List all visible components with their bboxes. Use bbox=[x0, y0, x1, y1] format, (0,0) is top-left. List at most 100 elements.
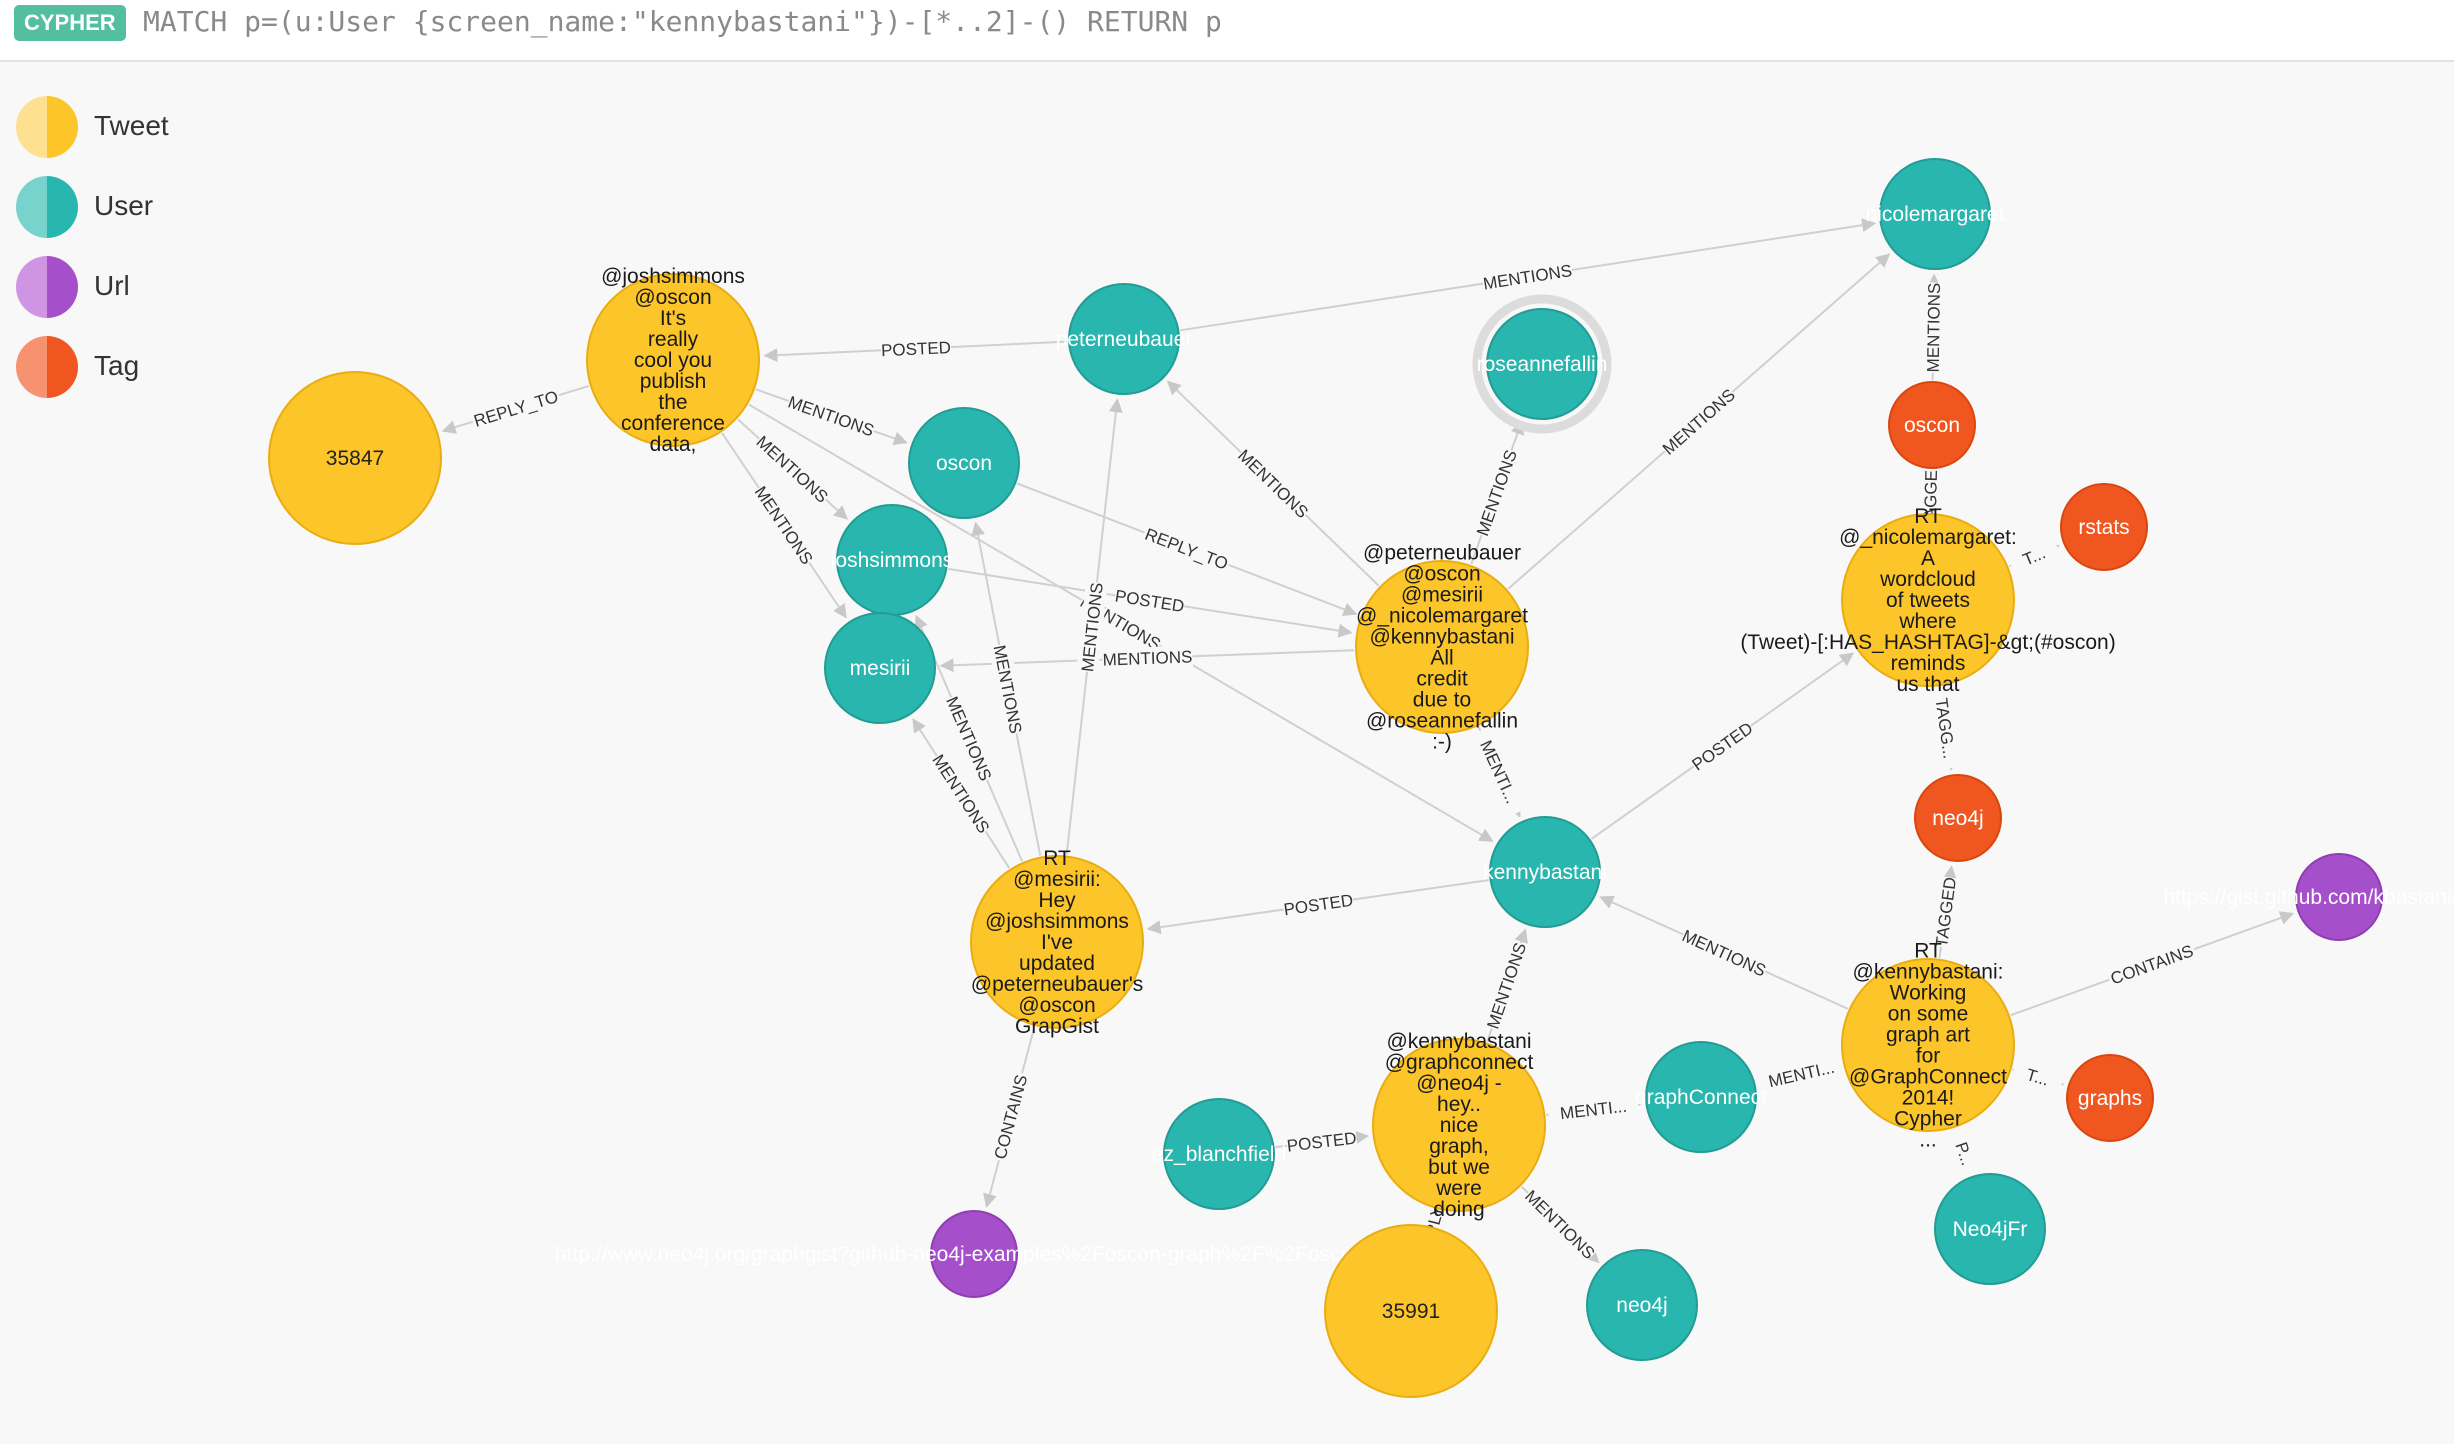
node-tweet-t-credit[interactable]: @peterneubauer@oscon@mesirii@_nicolemarg… bbox=[1355, 542, 1529, 754]
relationship-label-bg bbox=[749, 481, 819, 569]
node-url-url-oscon[interactable]: http://www.neo4j.org/graphgist?github-ne… bbox=[555, 1210, 1393, 1298]
relationship-label-bg bbox=[1470, 726, 1528, 818]
relationship-contains-t_graphart-url_kenny[interactable]: CONTAINS bbox=[2010, 911, 2295, 1017]
legend-item-tag[interactable]: Tag bbox=[16, 336, 216, 400]
relationship-mentions-t_joshsimmons-oscon_user[interactable]: MENTIONS bbox=[755, 388, 908, 446]
relationship-reply-to-t_joshsimmons-n35847[interactable]: REPLY_TO bbox=[441, 384, 590, 434]
relationship-label-bg bbox=[1678, 924, 1770, 982]
node-tweet-t-nicegraph[interactable]: @kennybastani@graphconnect@neo4j -hey..n… bbox=[1372, 1030, 1546, 1221]
legend-item-user[interactable]: User bbox=[16, 176, 216, 240]
node-circle[interactable] bbox=[1841, 513, 2015, 687]
relationship-mentions-t_nicegraph-kennybastani[interactable]: MENTIONS bbox=[1481, 928, 1532, 1043]
node-circle[interactable] bbox=[1645, 1041, 1757, 1153]
relationship-mentions-t_graphgist-oscon_user[interactable]: MENTIONS bbox=[971, 521, 1042, 856]
node-circle[interactable] bbox=[268, 371, 442, 545]
node-tag-neo4j-tag[interactable]: neo4j bbox=[1914, 774, 2002, 862]
node-circle[interactable] bbox=[1489, 816, 1601, 928]
node-circle[interactable] bbox=[586, 273, 760, 447]
relationship-menti-t_credit-kennybastani[interactable]: MENTI... bbox=[1470, 726, 1528, 818]
node-tweet-n35847[interactable]: 35847 bbox=[268, 371, 442, 545]
node-user-blanchfield[interactable]: ez_blanchfield bbox=[1152, 1098, 1286, 1210]
relationship-posted-joshsimmons-t_credit[interactable]: POSTED bbox=[948, 567, 1353, 638]
node-user-roseannefallin[interactable]: roseannefallin bbox=[1472, 294, 1612, 434]
relationship-posted-blanchfield-t_nicegraph[interactable]: POSTED bbox=[1275, 1126, 1370, 1157]
node-user-nicolemargaret[interactable]: nicolemargaret bbox=[1866, 158, 2005, 270]
relationship-label: POSTED bbox=[881, 338, 952, 360]
node-circle[interactable] bbox=[1068, 283, 1180, 395]
relationship-tagged-t_graphart-neo4j_tag[interactable]: TAGGED bbox=[1930, 865, 1962, 958]
node-caption: oscon bbox=[936, 452, 992, 475]
query-bar: CYPHER MATCH p=(u:User {screen_name:"ken… bbox=[0, 0, 2454, 62]
relationship-label: MENTIONS bbox=[1102, 647, 1192, 669]
node-circle[interactable] bbox=[2066, 1054, 2154, 1142]
relationship-tagged-t_wordcloud-oscon_tag[interactable]: TAGGED bbox=[1918, 458, 1943, 529]
relationship-mentions-t_graphart-kennybastani[interactable]: MENTIONS bbox=[1599, 895, 1849, 1010]
node-circle[interactable] bbox=[1486, 308, 1598, 420]
node-tag-rstats[interactable]: rstats bbox=[2060, 483, 2148, 571]
node-caption: @peterneubauer@oscon@mesirii@_nicolemarg… bbox=[1356, 542, 1528, 754]
node-tweet-n35991[interactable]: 35991 bbox=[1324, 1224, 1498, 1398]
node-user-kennybastani[interactable]: kennybastani bbox=[1483, 816, 1607, 928]
node-tag-oscon-tag[interactable]: oscon bbox=[1888, 381, 1976, 469]
legend-item-url[interactable]: Url bbox=[16, 256, 216, 320]
node-circle[interactable] bbox=[824, 612, 936, 724]
relationship-menti-t_graphart-graphconnect[interactable]: MENTI... bbox=[1755, 1053, 1848, 1095]
relationship-mentions-oscon_tag-nicolemargaret[interactable]: MENTIONS bbox=[1921, 273, 1946, 381]
node-circle[interactable] bbox=[2295, 853, 2383, 941]
legend-item-tweet[interactable]: Tweet bbox=[16, 96, 216, 160]
relationship-menti-t_nicegraph-graphconnect[interactable]: MENTI... bbox=[1546, 1093, 1642, 1126]
node-tag-graphs-tag[interactable]: graphs bbox=[2066, 1054, 2154, 1142]
node-circle[interactable] bbox=[1163, 1098, 1275, 1210]
relationship-label-bg bbox=[751, 430, 834, 508]
node-circle[interactable] bbox=[1841, 958, 2015, 1132]
legend-label: Tag bbox=[94, 350, 140, 381]
relationship-tagg-t_wordcloud-neo4j_tag[interactable]: TAGG... bbox=[1929, 687, 1963, 771]
relationship-t-t_graphart-graphs_tag[interactable]: T... bbox=[2010, 1059, 2065, 1095]
node-url-url-kenny[interactable]: https://gist.github.com/kbastani/4d5cd bbox=[2163, 853, 2454, 941]
relationship-label-bg bbox=[1481, 939, 1532, 1032]
node-user-neo4j-user[interactable]: neo4j bbox=[1586, 1249, 1698, 1361]
relationship-label-bg bbox=[469, 384, 563, 433]
node-circle[interactable] bbox=[930, 1210, 1018, 1298]
node-user-mesirii[interactable]: mesirii bbox=[824, 612, 936, 724]
node-circle[interactable] bbox=[2060, 483, 2148, 571]
node-circle[interactable] bbox=[1355, 560, 1529, 734]
relationship-posted-kennybastani-t_graphgist[interactable]: POSTED bbox=[1146, 879, 1489, 935]
relationship-posted-kennybastani-t_wordcloud[interactable]: POSTED bbox=[1590, 652, 1855, 840]
node-circle[interactable] bbox=[1586, 1249, 1698, 1361]
node-caption: peterneubauer bbox=[1056, 328, 1193, 351]
node-caption: neo4j bbox=[1616, 1294, 1667, 1317]
node-user-graphconnect[interactable]: graphConnect bbox=[1635, 1041, 1767, 1153]
relationship-label-bg bbox=[927, 749, 995, 838]
relationship-mentions-t_nicegraph-neo4j_user[interactable]: MENTIONS bbox=[1520, 1185, 1600, 1264]
legend-swatch bbox=[16, 96, 78, 158]
node-user-oscon-user[interactable]: oscon bbox=[908, 407, 1020, 519]
relationship-contains-t_graphgist-url_oscon[interactable]: CONTAINS bbox=[983, 1026, 1036, 1208]
relationship-label-bg bbox=[785, 390, 878, 442]
node-circle[interactable] bbox=[908, 407, 1020, 519]
node-user-peterneubauer[interactable]: peterneubauer bbox=[1056, 283, 1193, 395]
relationship-posted-peterneubauer-t_joshsimmons[interactable]: POSTED bbox=[763, 336, 1068, 363]
node-user-joshsimmons[interactable]: joshsimmons bbox=[830, 504, 954, 616]
node-caption: rstats bbox=[2078, 516, 2129, 539]
node-circle[interactable] bbox=[1372, 1038, 1546, 1212]
node-circle[interactable] bbox=[1914, 774, 2002, 862]
relationship-mentions-t_joshsimmons-joshsimmons[interactable]: MENTIONS bbox=[737, 418, 848, 520]
relationship-p-Neo4jFr-t_graphart[interactable]: P... bbox=[1946, 1126, 1983, 1181]
node-user-neo4jfr[interactable]: Neo4jFr bbox=[1934, 1173, 2046, 1285]
node-circle[interactable] bbox=[1934, 1173, 2046, 1285]
node-circle[interactable] bbox=[1888, 381, 1976, 469]
cypher-query-input[interactable]: MATCH p=(u:User {screen_name:"kennybasta… bbox=[143, 5, 1222, 38]
node-circle[interactable] bbox=[1324, 1224, 1498, 1398]
relationship-mentions-t_graphgist-peterneubauer[interactable]: MENTIONS bbox=[1065, 398, 1123, 855]
relationship-label: POSTED bbox=[1689, 719, 1757, 775]
graph-visualization[interactable]: REPLY_TOPOSTEDMENTIONSMENTIONSMENTIONSME… bbox=[0, 62, 2454, 1444]
node-circle[interactable] bbox=[970, 855, 1144, 1029]
node-circle[interactable] bbox=[1879, 158, 1991, 270]
